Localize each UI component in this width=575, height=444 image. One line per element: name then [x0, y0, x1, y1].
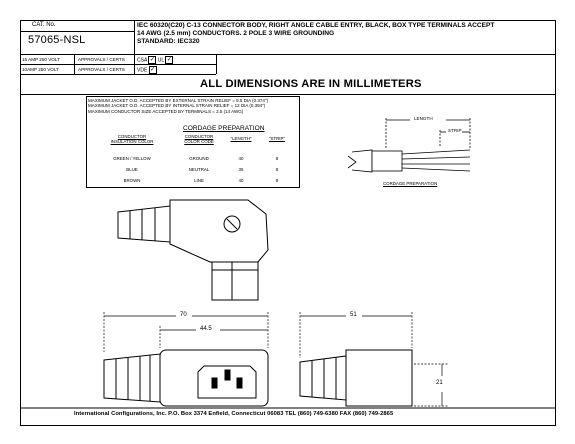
row3-strip: 8 [275, 178, 279, 183]
notes-box [86, 96, 300, 188]
row1-length: 40 [238, 156, 244, 161]
row3-color: BROWN [123, 178, 141, 183]
row1-strip: 8 [275, 156, 279, 161]
note-1: MAXIMUM JACKET O.D. ACCEPTED BY EXTERNAL… [88, 98, 268, 103]
connector-side-profile [299, 349, 413, 407]
dimensions-heading: ALL DIMENSIONS ARE IN MILLIMETERS [200, 78, 422, 90]
description-line-1: IEC 60320(C20) C-13 CONNECTOR BODY, RIGH… [137, 22, 495, 29]
cordage-prep-caption: CORDAGE PREPARATION [383, 181, 438, 186]
approvals-label-1: APPROVALS / CERTS [78, 57, 125, 62]
front-view-dimensions [103, 312, 269, 352]
heading-rule [20, 94, 556, 95]
connector-side-view [117, 199, 269, 301]
approval-col-2 [134, 54, 135, 74]
dimension-51: 51 [350, 312, 357, 318]
cat-no-label: CAT. No. [32, 22, 56, 28]
drawing-frame [20, 20, 556, 426]
title-block-bottom-rule [20, 54, 556, 55]
csa-check-icon: ✓ [148, 56, 157, 64]
col-header-code: CONDUCTOR COLOR CODE [184, 134, 214, 144]
dimension-70: 70 [180, 312, 187, 318]
notes-list: MAXIMUM JACKET O.D. ACCEPTED BY EXTERNAL… [88, 98, 268, 114]
product-description: IEC 60320(C20) C-13 CONNECTOR BODY, RIGH… [137, 22, 494, 46]
description-line-3: STANDARD: IEC320 [137, 38, 200, 45]
ul-check-icon: ✓ [165, 56, 174, 64]
rating-15a: 15 AMP 250 VOLT [22, 57, 60, 62]
row2-code: NEUTRAL [188, 167, 210, 172]
row2-strip: 8 [275, 167, 279, 172]
dimension-44-5: 44.5 [200, 326, 212, 332]
side-view-dimensions [299, 312, 448, 407]
cat-no-rule [20, 31, 134, 32]
connector-front-view [103, 349, 269, 407]
row2-color: BLUE [126, 167, 138, 172]
ul-label: UL [157, 57, 165, 64]
vde-label: VDE [137, 67, 148, 74]
row2-length: 35 [238, 167, 244, 172]
col-header-strip: "STRIP" [268, 136, 286, 141]
csa-ul-approvals: CSA ✓ UL ✓ [137, 56, 174, 64]
vde-check-icon: ✓ [148, 66, 157, 74]
note-3: MAXIMUM CONDUCTOR SIZE ACCEPTED BY TERMI… [88, 108, 244, 114]
strip-label: STRIP [448, 128, 462, 133]
note-2: MAXIMUM JACKET O.D. ACCEPTED BY INTERNAL… [88, 103, 266, 109]
rating-10a: 10AMP 250 VOLT [22, 67, 59, 72]
vde-approval: VDE ✓ [137, 66, 157, 74]
approval-rule-1 [20, 64, 216, 65]
description-line-2: 14 AWG (2.5 mm) CONDUCTORS. 2 POLE 3 WIR… [137, 30, 335, 37]
cordage-title: CORDAGE PREPARATION [183, 125, 265, 132]
approval-col-3 [216, 54, 217, 74]
row3-code: LINE [194, 178, 204, 183]
row1-color: GREEN / YELLOW [113, 156, 151, 161]
part-number: 57065-NSL [28, 34, 86, 46]
row1-code: GROUND [189, 156, 209, 161]
col-header-length: "LENGTH" [230, 136, 252, 141]
approval-col-1 [74, 54, 75, 74]
dimension-21: 21 [436, 380, 443, 386]
approval-rule-2 [20, 74, 216, 75]
company-footer: International Configurations, Inc. P.O. … [74, 411, 394, 417]
csa-label: CSA [137, 57, 148, 64]
row3-length: 40 [238, 178, 244, 183]
title-block-divider [134, 20, 135, 74]
length-label: LENGTH [414, 116, 433, 121]
approvals-label-2: APPROVALS / CERTS [78, 67, 125, 72]
col-header-insulation: CONDUCTOR INSULATION COLOR [110, 134, 154, 144]
cordage-preparation-figure [347, 118, 471, 173]
